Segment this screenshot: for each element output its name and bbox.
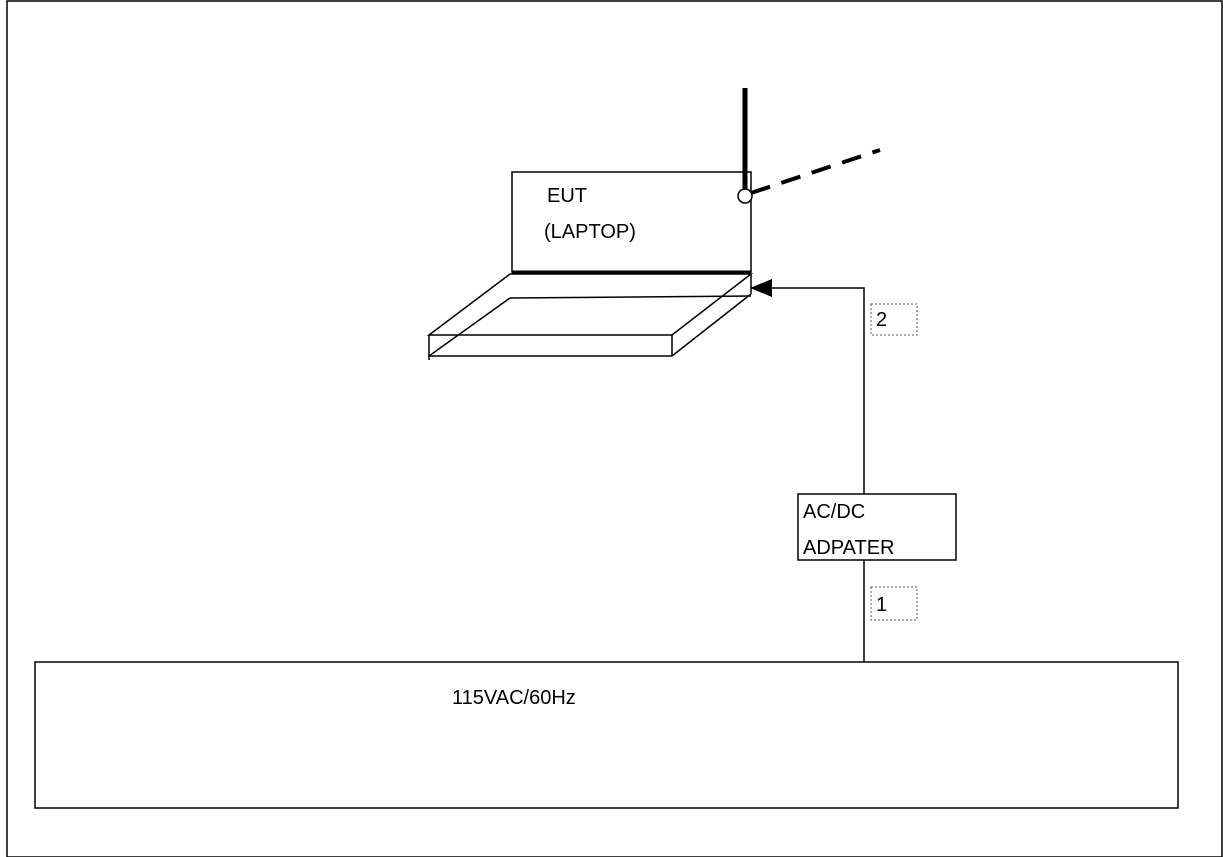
- arrow-head-icon: [750, 279, 772, 297]
- cable-1-label: 1: [876, 594, 887, 616]
- antenna-pivot-icon: [738, 189, 752, 203]
- power-source-box: [35, 662, 1178, 808]
- page-frame: [7, 1, 1222, 857]
- eut-label-line1: EUT: [547, 185, 587, 207]
- power-source-label: 115VAC/60Hz: [452, 687, 576, 709]
- cable-2-line: [760, 288, 864, 494]
- adapter-label-line1: AC/DC: [803, 501, 865, 523]
- antenna-swing-dashed-line: [751, 150, 880, 193]
- antenna: [738, 88, 880, 203]
- cable-2-label: 2: [876, 309, 887, 331]
- laptop-base: [429, 274, 751, 360]
- adapter-label-line2: ADPATER: [803, 537, 895, 559]
- eut-label-line2: (LAPTOP): [544, 221, 636, 243]
